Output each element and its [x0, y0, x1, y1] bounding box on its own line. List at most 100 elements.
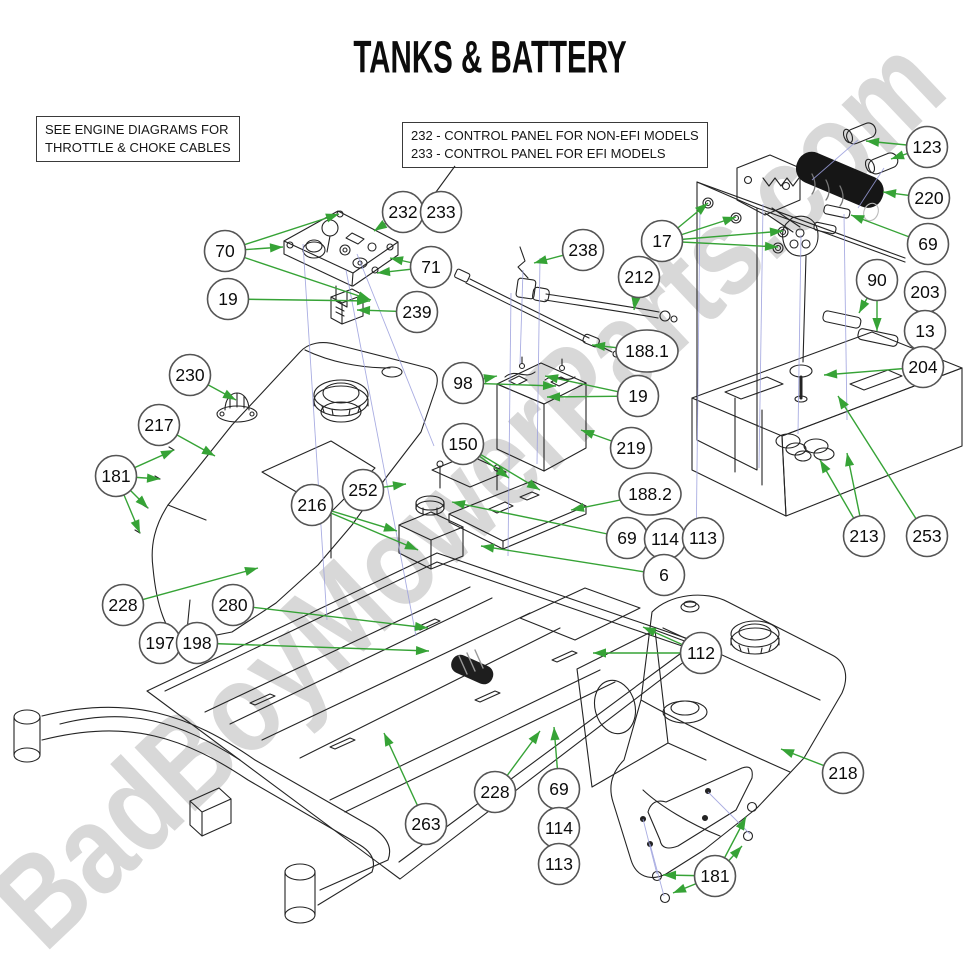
leader-arrowhead: [593, 648, 606, 658]
balloon-number: 238: [568, 240, 597, 260]
leader-arrowhead: [269, 243, 283, 253]
balloon-number: 204: [908, 357, 937, 377]
leader-arrowhead: [481, 543, 495, 553]
leader-arrowhead: [415, 645, 429, 656]
leader-arrowhead: [663, 870, 677, 880]
part-balloon-213: 213: [842, 514, 886, 558]
leader-arrowhead: [872, 318, 882, 331]
leader-arrowhead: [160, 450, 174, 460]
balloon-number: 239: [402, 302, 431, 322]
balloon-number: 230: [175, 365, 204, 385]
balloon-number: 233: [426, 202, 455, 222]
note-engine-diagrams: SEE ENGINE DIAGRAMS FOR THROTTLE & CHOKE…: [36, 116, 240, 162]
balloon-circle: [640, 219, 684, 263]
leader-arrowhead: [845, 453, 855, 467]
balloon-number: 252: [348, 480, 377, 500]
leader-arrowhead: [695, 203, 708, 215]
balloon-number: 219: [616, 438, 645, 458]
note-line: THROTTLE & CHOKE CABLES: [45, 139, 231, 155]
balloon-circle: [642, 553, 686, 597]
leader-arrowhead: [528, 731, 540, 745]
leader-arrowhead: [550, 727, 560, 741]
part-balloon-203: 203: [903, 270, 947, 314]
note-line: SEE ENGINE DIAGRAMS FOR: [45, 122, 229, 137]
leader-arrowhead: [135, 495, 148, 508]
part-balloon-280: 280: [211, 583, 255, 627]
balloon-number: 217: [144, 415, 173, 435]
leader-arrowhead: [729, 846, 742, 859]
balloon-circle: [855, 258, 899, 302]
part-balloon-233: 233: [419, 190, 463, 234]
balloon-number: 114: [545, 818, 573, 838]
part-balloon-123: 123: [905, 125, 949, 169]
leader-arrowhead: [542, 380, 556, 391]
balloon-number: 181: [700, 866, 729, 886]
leader-arrowhead: [404, 540, 418, 550]
part-balloon-113: 113: [537, 842, 581, 886]
balloon-circle: [409, 245, 453, 289]
balloon-circle: [419, 190, 463, 234]
balloon-circle: [617, 255, 661, 299]
balloon-circle: [211, 583, 255, 627]
leader-arrowhead: [769, 227, 783, 237]
balloon-number: 98: [453, 373, 472, 393]
balloon-circle: [137, 403, 181, 447]
leader-arrowhead: [414, 621, 428, 632]
leader-arrowhead: [390, 256, 404, 266]
part-balloon-71: 71: [409, 245, 453, 289]
balloon-number: 181: [101, 466, 130, 486]
part-balloon-19: 19: [206, 277, 250, 321]
part-balloon-232: 232: [381, 190, 425, 234]
part-balloon-198: 198: [175, 621, 219, 665]
balloon-number: 216: [297, 495, 326, 515]
balloon-circle: [618, 472, 682, 516]
part-balloon-239: 239: [395, 290, 439, 334]
leader-arrowhead: [781, 749, 795, 758]
balloon-number: 150: [448, 434, 477, 454]
leader-arrowhead: [452, 500, 466, 510]
leader-arrowhead: [891, 150, 905, 160]
part-balloon-181: 181: [94, 454, 138, 498]
balloon-number: 253: [912, 526, 941, 546]
balloon-circle: [537, 842, 581, 886]
leader-arrowhead: [764, 241, 778, 251]
lift-lever-console-art: [691, 122, 963, 517]
balloon-number: 13: [915, 321, 934, 341]
balloon-number: 228: [480, 782, 509, 802]
part-balloon-98: 98: [441, 361, 485, 405]
balloon-number: 220: [914, 188, 943, 208]
part-balloon-19: 19: [616, 374, 660, 418]
balloon-number: 114: [651, 529, 679, 549]
balloon-number: 112: [687, 643, 715, 663]
leader-line: [232, 604, 429, 629]
control-panel-art: [283, 210, 399, 325]
part-balloon-219: 219: [609, 426, 653, 470]
balloon-circle: [681, 516, 725, 560]
leader-line: [837, 395, 928, 537]
leader-arrowhead: [244, 566, 258, 576]
leader-arrowhead: [838, 396, 849, 410]
watermark-text: BadBoyMowerParts.com: [0, 10, 971, 974]
part-balloon-228: 228: [473, 770, 517, 814]
balloon-number: 218: [828, 763, 857, 783]
leader-line: [480, 545, 665, 576]
balloon-circle: [615, 329, 679, 373]
part-balloon-112: 112: [679, 631, 723, 675]
leader-arrowhead: [722, 216, 736, 226]
part-balloon-13: 13: [903, 309, 947, 353]
note-control-panel: 232 - CONTROL PANEL FOR NON-EFI MODELS 2…: [402, 122, 708, 168]
leader-arrowhead: [631, 296, 641, 310]
part-balloon-69: 69: [605, 516, 649, 560]
leader-arrowhead: [526, 479, 540, 490]
leader-arrowhead: [571, 502, 585, 512]
part-balloon-228: 228: [101, 583, 145, 627]
balloon-number: 17: [652, 231, 671, 251]
balloon-circle: [616, 374, 660, 418]
balloon-number: 6: [659, 565, 669, 585]
balloon-number: 263: [411, 814, 440, 834]
part-balloon-69: 69: [537, 767, 581, 811]
balloon-circle: [203, 229, 247, 273]
balloon-circle: [561, 228, 605, 272]
reservoir-art: [398, 495, 464, 570]
